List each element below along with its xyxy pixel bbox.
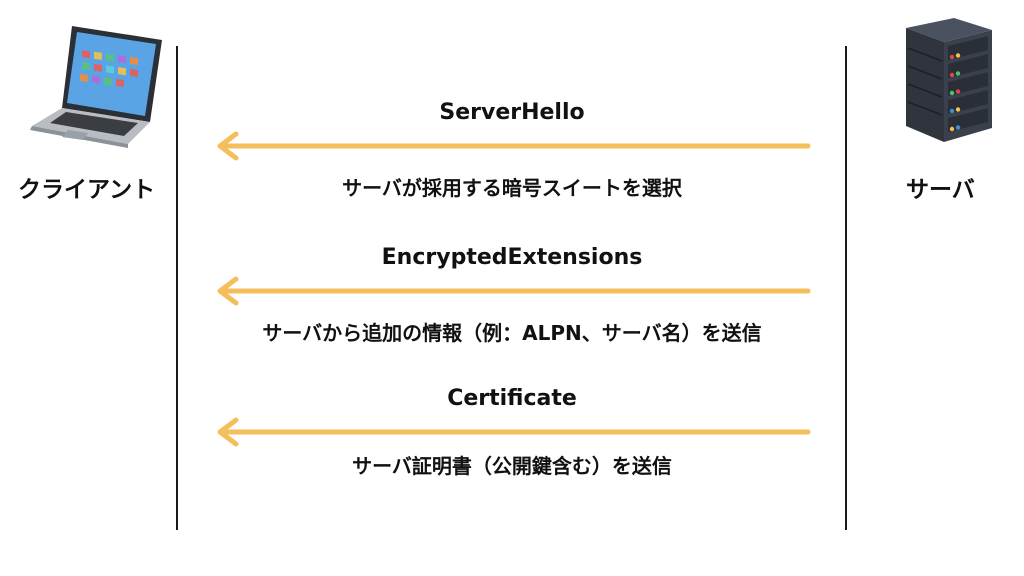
server-lifeline — [845, 46, 847, 530]
server-label: サーバ — [906, 177, 975, 203]
message-title-certificate: Certificate — [447, 386, 577, 411]
message-title-encryptedextensions: EncryptedExtensions — [381, 245, 643, 270]
laptop-icon — [30, 26, 162, 148]
client-label: クライアント — [18, 177, 156, 203]
message-description-serverhello: サーバが採用する暗号スイートを選択 — [342, 176, 682, 200]
message-description-certificate: サーバ証明書（公開鍵含む）を送信 — [352, 454, 672, 478]
server-rack-icon — [906, 18, 992, 142]
message-title-serverhello: ServerHello — [439, 100, 585, 125]
message-description-encryptedextensions: サーバから追加の情報（例：ALPN、サーバ名）を送信 — [262, 321, 762, 345]
client-lifeline — [176, 46, 178, 530]
